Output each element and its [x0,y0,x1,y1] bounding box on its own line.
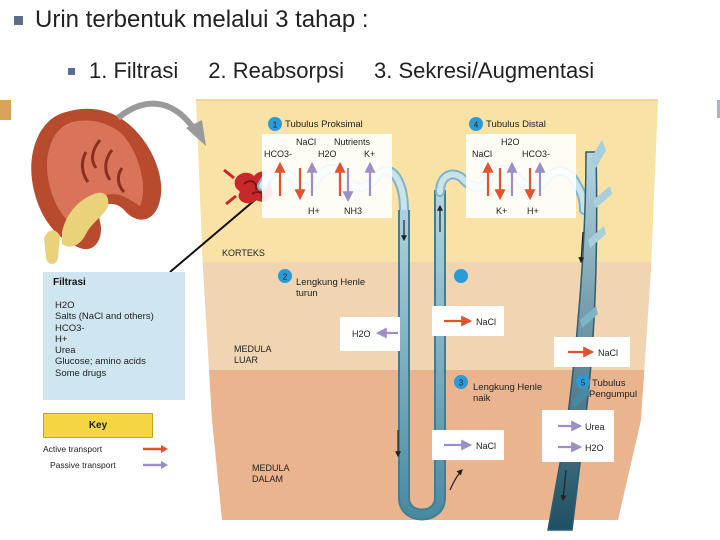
prox-label-nacl: NaCl [296,137,316,147]
trans-label-asc-outer-nacl: NaCl [476,317,496,327]
prox-label-h: H+ [308,206,320,216]
label-collecting-2: Pengumpul [589,389,637,400]
filtrasi-item: H+ [55,333,68,345]
badge-descending-num: 2 [283,273,288,282]
prox-label-nutrients: Nutrients [334,137,371,147]
zoom-arrow-head [186,120,206,146]
key-active-label: Active transport [43,444,103,454]
filtrasi-item: Some drugs [55,367,107,379]
dist-label-nacl: NaCl [472,149,492,159]
zone-label-inner-1: MEDULA [252,463,290,473]
dist-label-hco3: HCO3- [522,149,550,159]
trans-label-asc-inner-nacl: NaCl [476,441,496,451]
stage-sekresi: 3. Sekresi/Augmentasi [374,58,595,83]
badge-proximal-num: 1 [273,121,278,130]
slide-title: Urin terbentuk melalui 3 tahap : [35,6,369,33]
prox-label-nh3: NH3 [344,206,362,216]
filtrasi-item: HCO3- [55,322,85,334]
label-descending-2: turun [296,288,318,299]
stages-row: 1. Filtrasi 2. Reabsorpsi 3. Sekresi/Aug… [68,58,624,84]
label-ascending-2: naik [473,393,491,404]
key-passive-label: Passive transport [50,460,116,470]
right-accent-bar [717,100,720,118]
badge-ascending-num: 3 [459,379,464,388]
badge-distal-num: 4 [474,121,479,130]
filtrasi-list: H2O Salts (NaCl and others) HCO3- H+ Ure… [55,300,154,379]
zone-label-outer-1: MEDULA [234,344,272,354]
proximal-info-box [262,134,392,218]
label-distal: Tubulus Distal [486,119,546,130]
label-ascending-1: Lengkung Henle [473,382,542,393]
filtrasi-item: Urea [55,345,76,357]
urea-h2o-collecting-box [542,410,614,462]
dist-label-h2o: H2O [501,137,520,147]
label-collecting-1: Tubulus [592,378,626,389]
title-row: Urin terbentuk melalui 3 tahap : [14,6,369,34]
dist-label-h: H+ [527,206,539,216]
key-title: Key [43,413,153,438]
prox-label-hco3: HCO3- [264,149,292,159]
key-active-row: Active transport [43,444,169,454]
kidney-illustration [31,108,162,264]
label-proximal: Tubulus Proksimal [285,119,363,130]
filtrasi-item: H2O [55,300,75,311]
stage-reabsorpsi: 2. Reabsorpsi [208,58,344,83]
bullet-icon [68,67,75,75]
filtrasi-title: Filtrasi [53,277,86,288]
stage-filtrasi: 1. Filtrasi [89,58,179,83]
trans-label-coll-h2o: H2O [585,443,604,453]
zoom-arrow [116,100,199,134]
badge-collecting-num: 5 [581,379,586,388]
zone-label-inner-2: DALAM [252,474,283,484]
prox-label-h2o: H2O [318,149,337,159]
bullet-icon [14,15,23,25]
label-descending-1: Lengkung Henle [296,277,365,288]
key-passive-row: Passive transport [50,460,169,470]
dist-label-k: K+ [496,206,507,216]
active-arrow-icon [143,445,168,453]
left-accent-bar [0,100,11,120]
collecting-duct [547,151,598,531]
zone-label-outer-2: LUAR [234,355,259,365]
leader-line [169,193,263,273]
trans-label-coll-urea: Urea [585,422,605,432]
distal-info-box [466,134,576,218]
segment-badges [268,117,590,389]
filtrasi-item: Salts (NaCl and others) [55,311,154,323]
filtrasi-item: Glucose; amino acids [55,356,146,368]
trans-label-desc-h2o: H2O [352,329,371,339]
zone-label-cortex: KORTEKS [222,248,265,258]
passive-arrow-icon [143,461,168,469]
trans-label-coll-nacl: NaCl [598,348,618,358]
prox-label-k: K+ [364,149,375,159]
filtrasi-panel: Filtrasi H2O Salts (NaCl and others) HCO… [43,272,185,400]
